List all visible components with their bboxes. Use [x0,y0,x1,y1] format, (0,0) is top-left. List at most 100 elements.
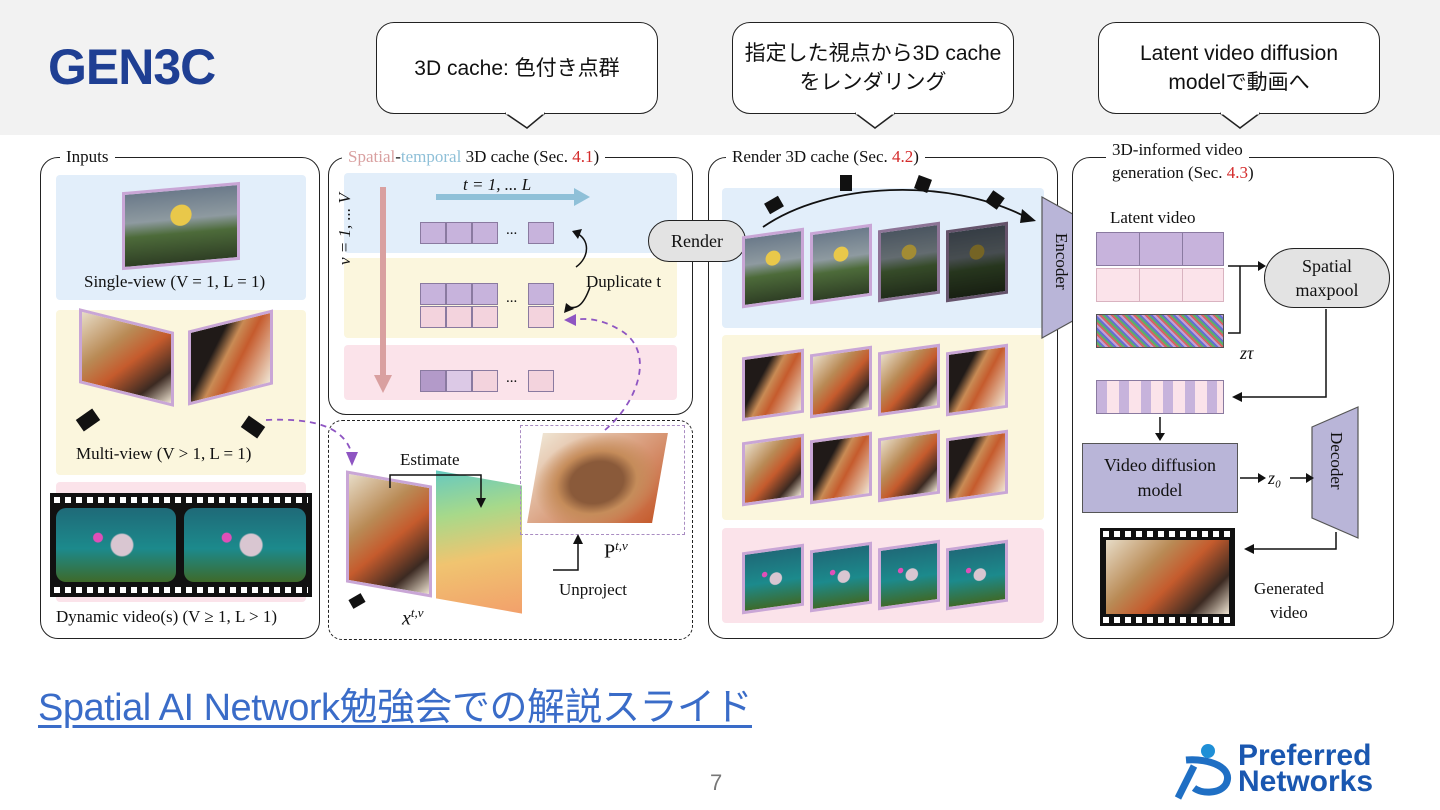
cache-label-temporal: temporal [400,147,462,166]
render-frame-pig [810,541,872,613]
page-number: 7 [710,770,723,795]
generated-label: Generated video [1254,577,1324,625]
maxpool-line2: maxpool [1295,280,1359,300]
cube [472,370,498,392]
camera-trajectory [762,175,1036,228]
filmstrip-holes-top [54,497,308,503]
cube [446,222,472,244]
diffusion-line2: model [1137,480,1183,500]
slide-title: GEN3C [48,39,216,95]
maxpool-button: Spatial maxpool [1264,248,1390,308]
render-frame-room [742,433,804,507]
cube-ellipsis: ... [506,222,518,238]
render-frame-room [742,348,804,422]
pointcloud-label-sup: t,v [615,538,628,553]
cache-label-dash: - [395,147,401,166]
generation-label-close: ) [1247,163,1254,182]
generation-label-sec: 4.3 [1226,163,1248,182]
estimate-label: Estimate [400,450,460,469]
image-label: xt,v [402,605,424,631]
render-frame-pig [742,543,804,615]
cube [528,306,554,328]
decoder-shape [1311,406,1359,539]
multi-view-caption: Multi-view (V > 1, L = 1) [76,444,252,463]
generated-video-frame [1106,540,1229,614]
generated-holes-top [1103,531,1232,537]
estimate-arrows [348,474,583,609]
render-label-close: ) [913,147,919,166]
cache-label-sec: 4.1 [572,147,594,166]
render-frame-balloon [742,227,804,309]
encoder-label: Encoder [1052,233,1071,290]
latent-row-pink [1096,268,1224,302]
cube [472,222,498,244]
render-label: Render 3D cache (Sec. 4.2) [726,147,925,167]
cache-axes [374,187,591,393]
maxpool-line1: Spatial [1302,256,1352,276]
render-label-main: Render 3D cache (Sec. [732,147,893,166]
render-frame-room [946,429,1008,503]
cache-label-spatial: Spatial [348,147,396,166]
cube [528,222,554,244]
cache-band-blue [344,173,677,253]
latent-video-label: Latent video [1110,208,1196,227]
cache-band-yellow [344,258,677,338]
cube [446,283,472,305]
cube-ellipsis: ... [506,290,518,306]
pointcloud-frame [520,425,685,535]
cache-label: Spatial-temporal 3D cache (Sec. 4.1) [342,147,606,167]
slides-link[interactable]: Spatial AI Network勉強会での解説スライド [38,687,752,729]
cube [528,370,554,392]
cube [472,306,498,328]
callout-tails [504,111,1261,129]
pointcloud-label: Pt,v [604,538,628,564]
latent-row-purple [1096,232,1224,266]
unproject-label: Unproject [559,580,627,599]
decoder-label: Decoder [1327,432,1346,490]
dynamic-video-caption: Dynamic video(s) (V ≥ 1, L > 1) [56,607,277,626]
filmstrip-holes-bottom [54,587,308,593]
cube [420,283,446,305]
diffusion-line1: Video diffusion [1103,455,1217,475]
latent-pooled [1096,380,1224,414]
pfn-logo-text: Preferred Networks [1238,739,1374,798]
render-frame-balloon [946,221,1008,303]
cache-label-rest: 3D cache (Sec. [461,147,573,166]
dynamic-video-frame-1 [56,508,176,582]
pfn-logo-line2: Networks [1238,765,1374,798]
generation-arrows [1155,261,1337,554]
cube-ellipsis: ... [506,370,518,386]
render-button: Render [648,220,746,262]
render-frame-room [810,431,872,505]
dynamic-video-frame-2 [184,508,306,582]
cache-label-close: ) [593,147,600,166]
render-label-sec: 4.2 [892,147,914,166]
render-frame-room [810,345,872,419]
render-frame-pig [878,539,940,611]
inputs-label: Inputs [60,147,115,167]
generated-line2: video [1270,603,1308,622]
pointcloud-label-base: P [604,540,616,563]
cube [528,283,554,305]
cube [420,222,446,244]
image-label-base: x [402,607,411,630]
pfn-logo-line1: Preferred [1238,739,1372,772]
render-frame-room [878,429,940,503]
generation-label-line1: 3D-informed video [1106,140,1249,160]
callout-render: 指定した視点から3D cacheをレンダリング [732,22,1014,114]
generated-line1: Generated [1254,579,1324,598]
render-frame-balloon [878,221,940,303]
estimate-panel [328,420,693,640]
render-frame-balloon [810,223,872,305]
generation-label-line2-a: generation (Sec. [1112,163,1227,182]
image-label-sup: t,v [410,605,424,620]
single-view-caption: Single-view (V = 1, L = 1) [84,272,266,291]
cube [420,306,446,328]
generation-label-line2: generation (Sec. 4.3) [1106,163,1260,183]
callout-3d-cache: 3D cache: 色付き点群 [376,22,658,114]
cube [472,283,498,305]
duplicate-label: Duplicate t [586,272,662,291]
cube [420,370,446,392]
diffusion-model-box: Video diffusion model [1082,443,1238,513]
